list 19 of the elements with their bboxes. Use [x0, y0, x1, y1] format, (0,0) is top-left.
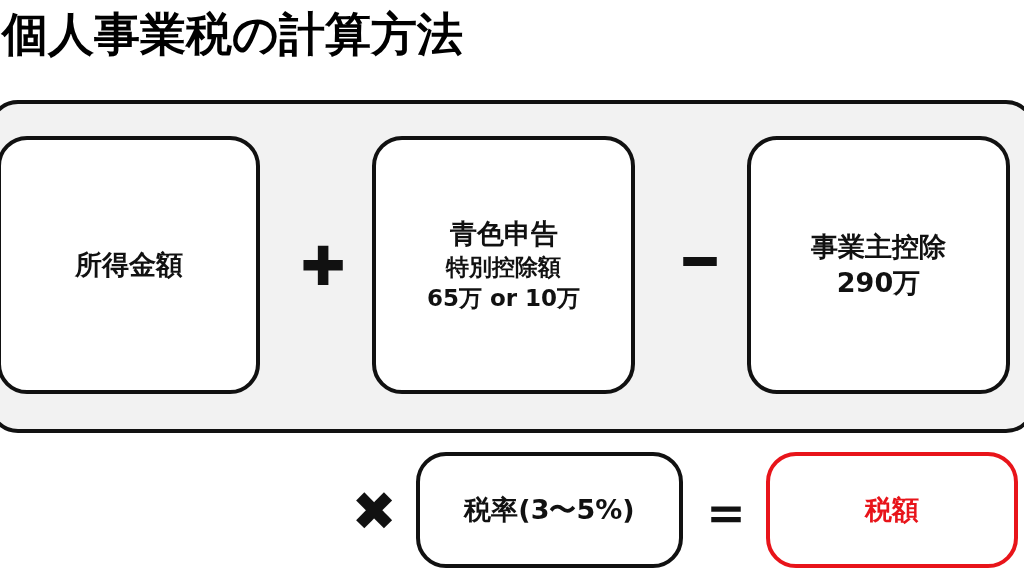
rate-box — [416, 452, 683, 568]
operator-symbol: ━ — [683, 235, 717, 289]
operator-symbol: ✖ — [351, 485, 397, 539]
group-panel — [0, 100, 1024, 433]
operator-symbol: ✚ — [300, 240, 346, 294]
result-box — [766, 452, 1018, 568]
box-text: 特別控除額 — [446, 253, 561, 283]
box-text: 税率(3〜5%) — [464, 492, 635, 527]
box-text: 事業主控除 — [811, 229, 946, 264]
process-box — [372, 136, 635, 394]
box-text: 税額 — [865, 492, 919, 527]
process-box — [0, 136, 260, 394]
box-text: 290万 — [836, 266, 921, 300]
box-text: 所得金額 — [74, 247, 183, 282]
box-text: 青色申告 — [449, 216, 558, 251]
box-text: 65万 or 10万 — [426, 284, 581, 314]
title: 個人事業税の計算方法 — [2, 6, 463, 63]
process-box — [747, 136, 1010, 394]
operator-symbol: ＝ — [699, 485, 753, 539]
